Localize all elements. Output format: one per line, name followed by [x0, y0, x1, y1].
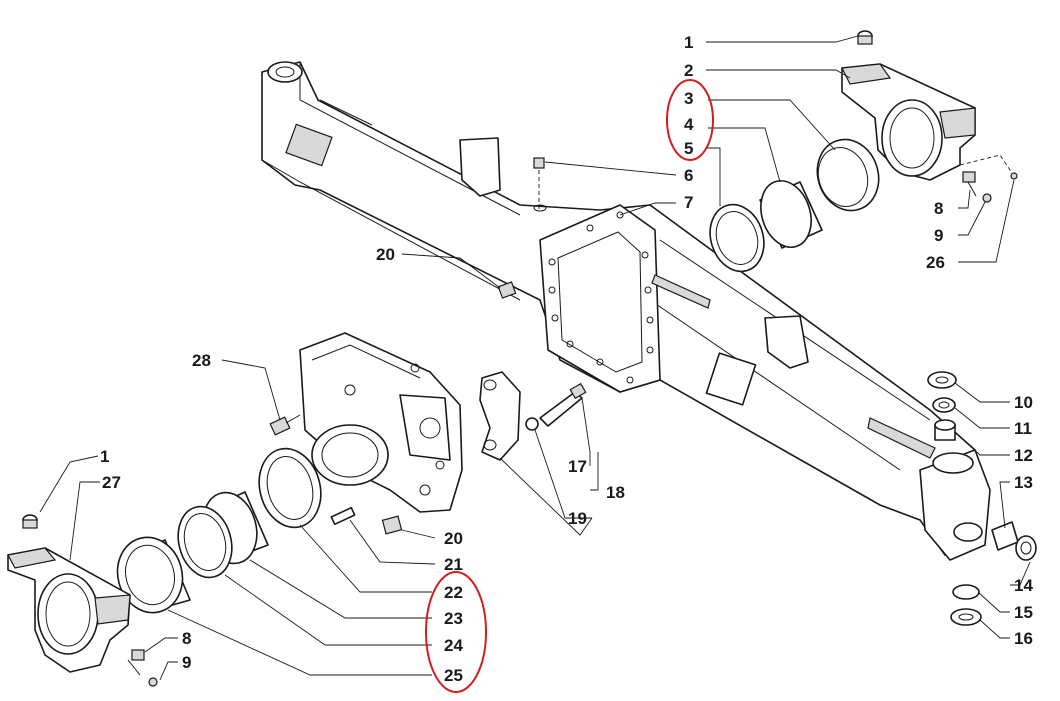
label-25: 25: [444, 666, 463, 685]
label-16: 16: [1014, 629, 1033, 648]
label-18: 18: [606, 483, 625, 502]
label-14: 14: [1014, 576, 1033, 595]
label-20-upper: 20: [376, 245, 395, 264]
label-9-front: 9: [182, 653, 191, 672]
label-24: 24: [444, 636, 463, 655]
flange-bolt-holes: [548, 211, 654, 384]
front-support: [7, 514, 158, 687]
label-6: 6: [684, 166, 693, 185]
label-17: 17: [568, 457, 587, 476]
part-labels: 1 2 3 4 5 6 7 8 9 26 20 10 11 12 13 14 1…: [100, 33, 1033, 685]
label-13: 13: [1014, 473, 1033, 492]
right-fasteners: [497, 154, 1018, 299]
label-1-front: 1: [100, 447, 109, 466]
leader-lines: [39, 35, 1031, 681]
top-right-support: [841, 30, 976, 181]
label-19: 19: [568, 509, 587, 528]
front-bushings: [116, 447, 403, 614]
label-3: 3: [684, 89, 693, 108]
label-23: 23: [444, 609, 463, 628]
label-4: 4: [684, 115, 694, 134]
axle-housing: [261, 61, 991, 561]
label-1-top: 1: [684, 33, 693, 52]
label-2: 2: [684, 61, 693, 80]
label-20-lower: 20: [444, 529, 463, 548]
label-22: 22: [444, 583, 463, 602]
right-end-parts: [927, 371, 1037, 626]
label-9-right: 9: [934, 226, 943, 245]
highlight-22-25: [425, 571, 487, 693]
right-bushings: [709, 138, 880, 273]
front-swivel-housing: [269, 332, 463, 513]
label-5: 5: [684, 139, 693, 158]
label-28: 28: [192, 351, 211, 370]
label-26: 26: [926, 253, 945, 272]
label-8-front: 8: [182, 629, 191, 648]
label-27: 27: [102, 473, 121, 492]
label-10: 10: [1014, 393, 1033, 412]
label-8-right: 8: [934, 199, 943, 218]
label-21: 21: [444, 555, 463, 574]
label-11: 11: [1014, 419, 1032, 438]
label-7: 7: [684, 193, 693, 212]
label-15: 15: [1014, 603, 1033, 622]
highlight-3-5: [666, 79, 714, 161]
clamp-assembly: [479, 371, 587, 461]
label-12: 12: [1014, 446, 1033, 465]
